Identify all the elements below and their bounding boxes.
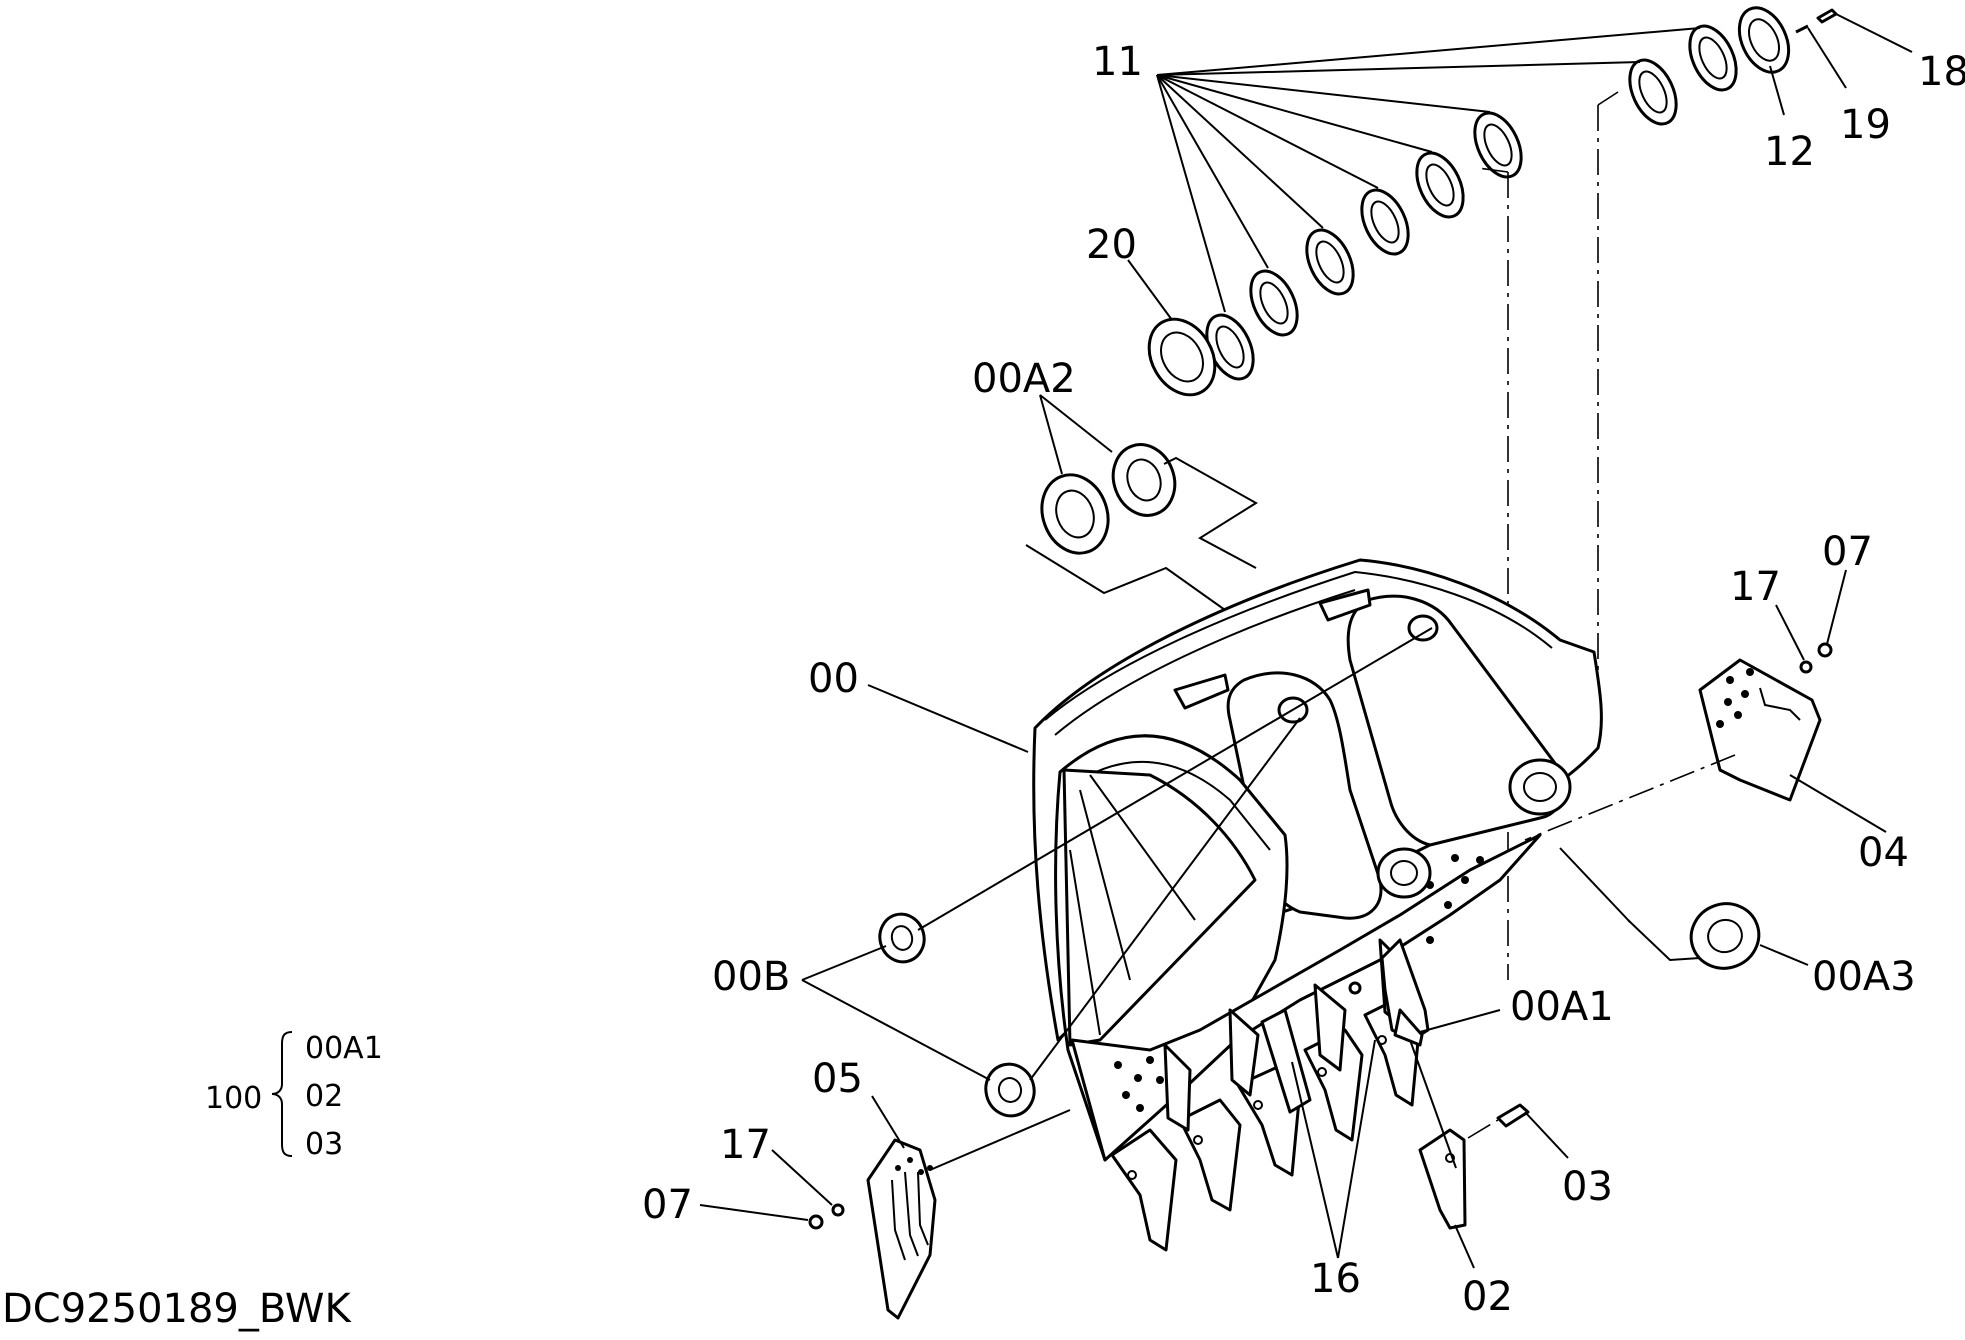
callout-04: 04 (1858, 830, 1909, 876)
kit-item: 00A1 (305, 1031, 383, 1066)
callout-17-left: 17 (720, 1122, 771, 1168)
leader-11 (1156, 27, 1701, 313)
shim-rings (1205, 24, 1738, 381)
callout-20: 20 (1086, 222, 1137, 268)
callout-02: 02 (1462, 1274, 1513, 1320)
callout-07-right: 07 (1822, 529, 1873, 575)
callout-05: 05 (812, 1056, 863, 1102)
callout-00a2: 00A2 (972, 356, 1076, 402)
callout-07-left: 07 (642, 1182, 693, 1228)
bushing-00a3 (1689, 902, 1761, 970)
kit-number: 100 (205, 1081, 262, 1116)
side-cutter-05 (866, 1138, 937, 1320)
callout-18: 18 (1918, 49, 1965, 95)
bucket-body (1032, 558, 1603, 1162)
adapter-02 (1418, 1128, 1467, 1230)
callout-19: 19 (1840, 102, 1891, 148)
bolt-18 (1816, 8, 1838, 24)
drawing-id: DC9250189_BWK (2, 1286, 352, 1332)
side-cutter-00a1 (1348, 936, 1434, 1047)
pin-03 (1467, 1103, 1530, 1139)
callout-12: 12 (1764, 129, 1815, 175)
seal-ring-20 (1147, 317, 1217, 397)
bushing-00a2 (1040, 443, 1177, 555)
bolt-07-left (808, 1214, 824, 1230)
washer-12 (1737, 6, 1791, 74)
kit-group-100: 100 00A1 02 03 (205, 1031, 383, 1162)
callout-16: 16 (1310, 1256, 1361, 1302)
washer-17-left (831, 1203, 845, 1217)
callout-00: 00 (808, 656, 859, 702)
side-plate-04 (1698, 658, 1822, 802)
callout-00a1: 00A1 (1510, 984, 1614, 1030)
callout-00a3: 00A3 (1812, 954, 1916, 1000)
callout-00b: 00B (712, 954, 790, 1000)
bolt-07-right (1817, 642, 1833, 658)
bushing-00b (878, 912, 1036, 1118)
kit-item: 03 (305, 1127, 343, 1162)
kit-item: 02 (305, 1079, 343, 1114)
pin-19 (1795, 24, 1809, 34)
callout-11: 11 (1092, 39, 1143, 85)
callout-03: 03 (1562, 1164, 1613, 1210)
washer-17-right (1799, 660, 1813, 674)
callout-17-right: 17 (1730, 564, 1781, 610)
